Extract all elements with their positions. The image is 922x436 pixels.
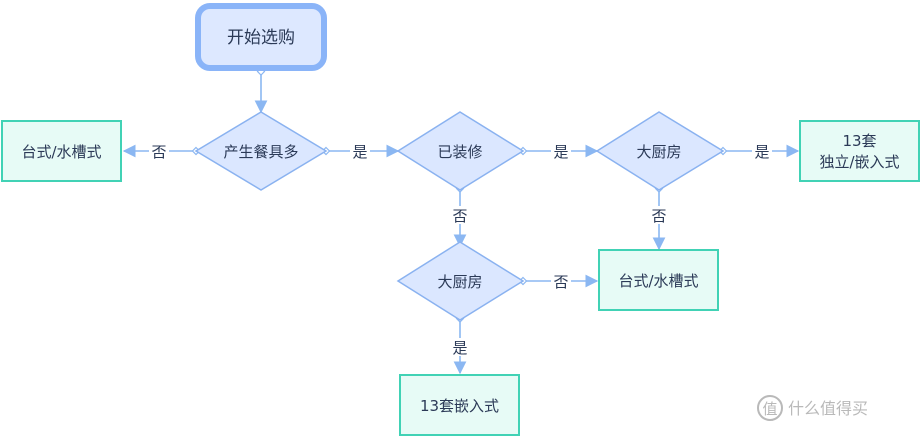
edge-labels: 否 是 是 是 否 否 否 是: [149, 142, 772, 357]
edge-label-bg: [450, 338, 470, 356]
result-countertop-2-shape: [598, 249, 719, 311]
decision-renovated: 已装修: [396, 111, 525, 191]
decision-renovated-shape: [396, 111, 525, 191]
decision-kitchenware-shape: [194, 111, 328, 191]
edge-label-renovated-yes: 是: [553, 143, 568, 161]
result-13set-line1: 13套: [842, 132, 876, 150]
edge-label-big1-no: 否: [651, 207, 666, 225]
watermark-text: 什么值得买: [788, 399, 868, 418]
edge-label-bg: [551, 142, 571, 160]
result-13set-standalone: 13套 独立/嵌入式: [799, 120, 920, 182]
decision-big-kitchen-1-shape: [595, 111, 725, 191]
svg-text:值: 值: [762, 400, 777, 418]
decision-renovated-label: 已装修: [437, 143, 482, 161]
edge-label-bg: [551, 272, 571, 290]
result-13set-line2: 独立/嵌入式: [819, 153, 899, 171]
edge-label-big2-no: 否: [553, 273, 568, 291]
edge-label-bg: [752, 142, 772, 160]
result-13set-builtin-shape: [399, 374, 520, 436]
decision-big-kitchen-2-shape: [396, 241, 525, 321]
result-countertop-1-label: 台式/水槽式: [21, 143, 101, 161]
edge-label-bg: [350, 142, 370, 160]
edge-label-big1-yes: 是: [754, 143, 769, 161]
start-node-shape: [195, 3, 327, 71]
decision-kitchenware: 产生餐具多: [194, 111, 328, 191]
result-13set-builtin-label: 13套嵌入式: [420, 397, 499, 415]
decision-big-kitchen-2-label: 大厨房: [437, 273, 482, 291]
smzdm-logo-icon: 值: [757, 395, 783, 421]
start-node: 开始选购: [195, 3, 327, 71]
result-countertop-1-shape: [1, 120, 122, 182]
decision-big-kitchen-1-label: 大厨房: [636, 143, 681, 161]
edge-label-bg: [450, 206, 470, 224]
result-13set-standalone-shape: [799, 120, 920, 182]
edge-label-big2-yes: 是: [452, 339, 467, 357]
start-node-label: 开始选购: [227, 28, 295, 48]
result-13set-builtin: 13套嵌入式: [399, 374, 520, 436]
decision-big-kitchen-2: 大厨房: [396, 241, 525, 321]
result-countertop-2-label: 台式/水槽式: [618, 272, 698, 290]
edge-label-kitchenware-yes: 是: [352, 143, 367, 161]
watermark: 值 什么值得买: [757, 395, 868, 421]
edge-label-kitchenware-no: 否: [151, 143, 166, 161]
result-countertop-2: 台式/水槽式: [598, 249, 719, 311]
decision-big-kitchen-1: 大厨房: [595, 111, 725, 191]
edge-label-renovated-no: 否: [452, 207, 467, 225]
result-countertop-1: 台式/水槽式: [1, 120, 122, 182]
decision-kitchenware-label: 产生餐具多: [223, 143, 298, 161]
edge-label-bg: [149, 142, 169, 160]
edge-label-bg: [649, 206, 669, 224]
